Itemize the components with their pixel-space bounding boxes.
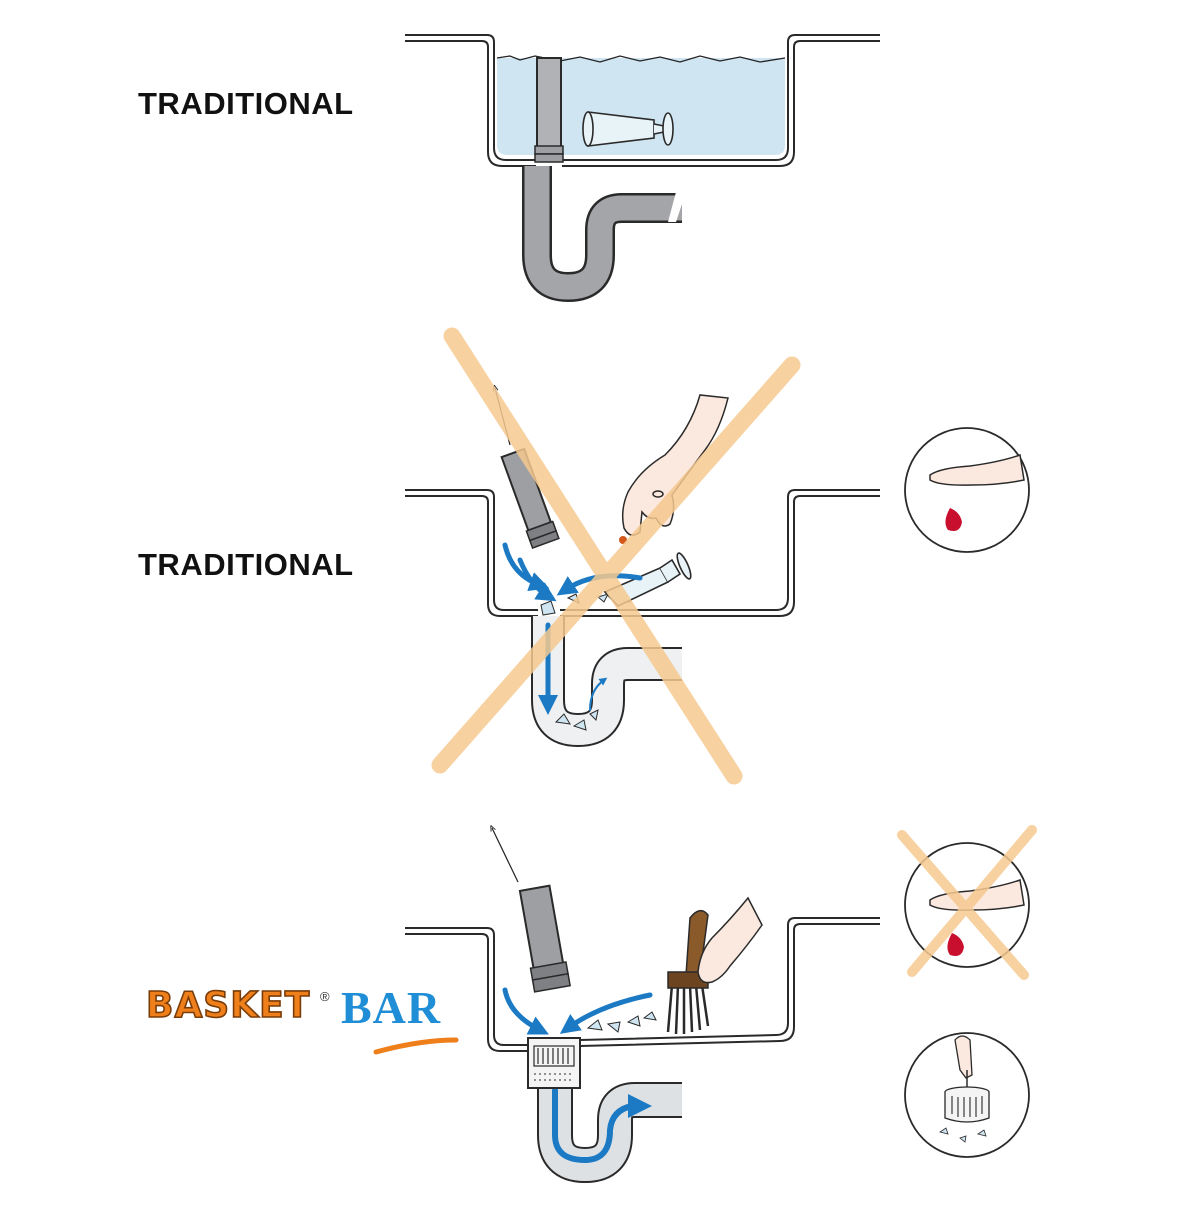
sink-basin bbox=[405, 489, 880, 617]
glass-icon bbox=[582, 111, 674, 147]
panel-traditional-full-sink bbox=[405, 34, 880, 302]
sink-basin bbox=[405, 917, 880, 1052]
basket-strainer-icon bbox=[527, 1037, 581, 1089]
label-traditional-middle: TRADITIONAL bbox=[138, 547, 354, 582]
lift-arrow bbox=[492, 828, 519, 883]
panel-basket-bar bbox=[405, 828, 880, 1183]
panel-traditional-cleaning bbox=[405, 327, 880, 785]
brand-logo: BASKET ® BAR bbox=[145, 982, 466, 1055]
brush-icon bbox=[666, 909, 710, 1035]
label-traditional-top: TRADITIONAL bbox=[138, 86, 354, 121]
brand-registered-mark: ® bbox=[320, 989, 330, 1004]
sink-basin bbox=[405, 34, 880, 167]
brand-word-basket: BASKET bbox=[145, 984, 311, 1027]
cross-out-mark bbox=[431, 327, 801, 785]
glass-shards-icon bbox=[586, 1011, 657, 1033]
overflow-tube bbox=[500, 447, 560, 549]
hand-icon bbox=[697, 896, 763, 984]
overflow-tube bbox=[536, 57, 562, 155]
water-surface bbox=[496, 55, 786, 63]
water-fill bbox=[497, 58, 785, 155]
brand-swoosh bbox=[373, 1037, 459, 1055]
basket-lift-icon bbox=[904, 1032, 1030, 1158]
flow-arrows bbox=[502, 987, 653, 1035]
overflow-tube bbox=[518, 884, 571, 993]
crossed-cut-finger-icon bbox=[897, 825, 1037, 980]
cut-finger-icon bbox=[904, 427, 1030, 553]
brand-word-bar: BAR bbox=[341, 982, 442, 1033]
